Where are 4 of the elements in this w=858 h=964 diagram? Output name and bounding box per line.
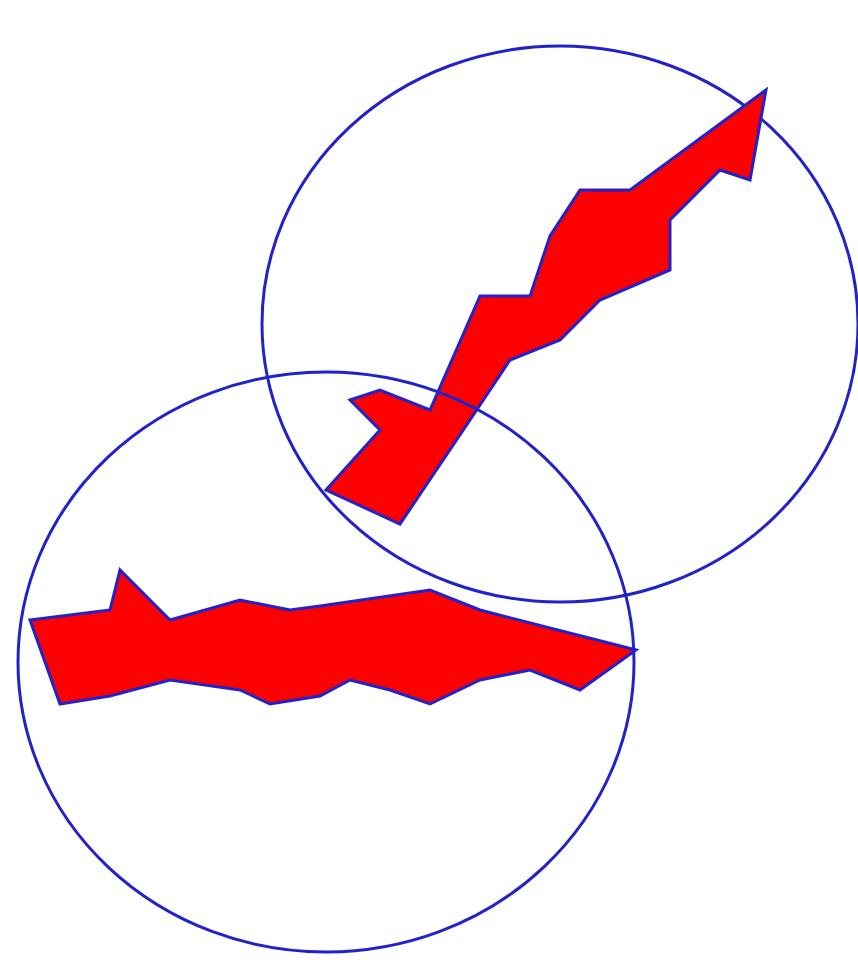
circle-outline: [16, 370, 636, 954]
jagged-shape: [28, 568, 638, 706]
circle-outline: [260, 44, 858, 604]
jagged-shape: [324, 88, 768, 526]
